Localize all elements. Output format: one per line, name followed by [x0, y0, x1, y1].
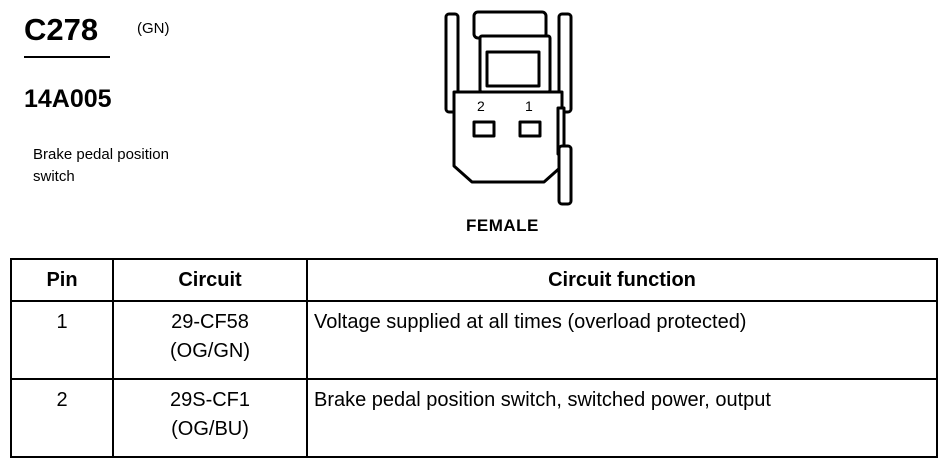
cell-pin: 1	[10, 300, 114, 380]
header-circuit-function: Circuit function	[306, 258, 938, 302]
cell-circuit-function: Voltage supplied at all times (overload …	[306, 300, 938, 380]
table-row: 1 29-CF58 (OG/GN) Voltage supplied at al…	[10, 300, 938, 380]
right-lower-clip	[557, 144, 573, 206]
connector-face-diagram: 2 1	[444, 10, 573, 206]
cell-circuit-function: Brake pedal position switch, switched po…	[306, 378, 938, 458]
pin-cavity-1	[518, 120, 542, 138]
pin-label-1: 1	[525, 98, 533, 114]
description-line-1: Brake pedal position	[33, 146, 169, 163]
connector-gender-label: FEMALE	[466, 216, 539, 235]
circuit-color: (OG/GN)	[170, 340, 250, 362]
main-housing	[452, 90, 564, 184]
connector-color: (GN)	[137, 20, 170, 37]
top-locking-tab	[472, 10, 548, 40]
circuit-number: 29S-CF1	[169, 389, 251, 411]
pin-label-2: 2	[477, 98, 485, 114]
left-latch-arm	[444, 12, 460, 114]
cell-circuit: 29S-CF1 (OG/BU)	[112, 378, 308, 458]
table-header-row: Pin Circuit Circuit function	[10, 258, 938, 302]
header-pin: Pin	[10, 258, 114, 302]
header-circuit: Circuit	[112, 258, 308, 302]
inner-window	[485, 50, 541, 88]
pinout-table: Pin Circuit Circuit function 1 29-CF58 (…	[10, 258, 938, 458]
circuit-color: (OG/BU)	[171, 418, 249, 440]
part-number: 14A005	[24, 85, 112, 113]
component-description: Brake pedal position switch	[33, 144, 233, 188]
pin-cavity-2	[472, 120, 496, 138]
connector-id: C278	[24, 12, 99, 47]
table-row: 2 29S-CF1 (OG/BU) Brake pedal position s…	[10, 378, 938, 458]
description-line-2: switch	[33, 168, 75, 185]
connector-id-underline	[24, 56, 110, 58]
cell-circuit: 29-CF58 (OG/GN)	[112, 300, 308, 380]
circuit-number: 29-CF58	[171, 311, 249, 333]
cell-pin: 2	[10, 378, 114, 458]
